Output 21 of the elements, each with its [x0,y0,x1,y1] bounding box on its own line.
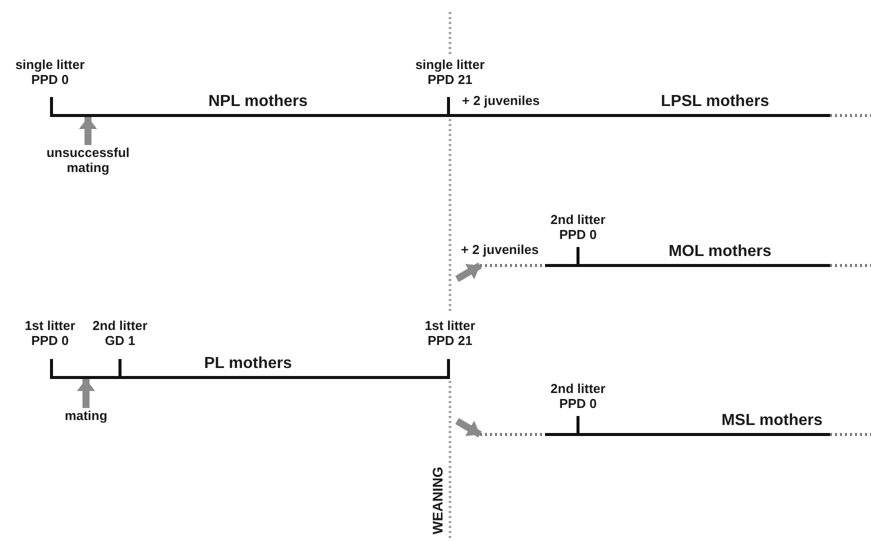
tick-label: 2nd litter PPD 0 [550,212,606,242]
arrow [77,379,95,408]
group-label: PL mothers [204,355,292,373]
tick-label: single litter PPD 0 [14,57,86,87]
tick-label: 2nd litter PPD 0 [550,381,606,411]
tick-label: 2nd litter GD 1 [92,318,148,348]
group-label: NPL mothers [208,93,308,111]
group-label: MOL mothers [668,243,772,261]
axis-label: WEANING [430,466,446,534]
tick-label: 1st litter PPD 21 [424,318,476,348]
annotation-text: + 2 juveniles [461,242,539,257]
annotation-text: + 2 juveniles [462,93,540,108]
arrow [79,117,97,145]
annotation-text: mating [56,408,116,424]
arrow [455,262,482,282]
arrow [455,418,482,438]
annotation-text: unsuccessful mating [38,145,138,177]
group-label: MSL mothers [721,412,823,430]
tick-label: 1st litter PPD 0 [24,318,76,348]
group-label: LPSL mothers [660,93,770,111]
tick-label: single litter PPD 21 [414,57,486,87]
